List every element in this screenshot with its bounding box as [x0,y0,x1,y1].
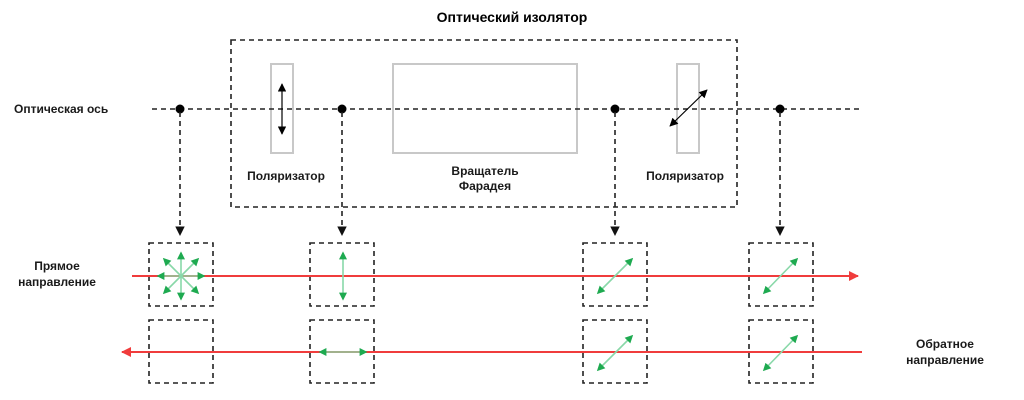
backward-state-box-4 [748,319,814,384]
forward-direction-label-line1: Прямое [34,259,80,273]
backward-state-box-1 [148,319,214,384]
backward-state-box-3 [582,319,648,384]
backward-state-box-2 [309,319,375,384]
probe-point-4 [775,104,785,236]
diagonal-polarization-icon [762,334,799,372]
diagonal-polarization-arrow-icon [669,89,708,127]
forward-state-box-3 [582,242,648,307]
probe-dot [610,104,620,114]
faraday-rotator-label-line1: Вращатель [451,164,518,178]
probe-dot [775,104,785,114]
isolator-housing [230,39,738,208]
probe-point-3 [610,104,620,236]
diagonal-polarization-icon [762,257,799,295]
input-polarizer-label: Поляризатор [247,169,325,183]
faraday-rotator-label-line2: Фарадея [459,179,511,193]
unpolarized-light-icon [156,251,206,301]
probe-point-2 [337,104,347,236]
probe-dot [175,104,185,114]
diagram-title: Оптический изолятор [437,9,588,25]
forward-state-box-2 [309,242,375,307]
probe-dot [337,104,347,114]
probe-point-1 [175,104,185,236]
forward-state-box-1 [148,242,214,307]
diagonal-polarization-icon [596,257,634,295]
backward-direction-label-line2: направление [906,353,984,367]
forward-direction-label-line2: направление [18,275,96,289]
optical-axis-label: Оптическая ось [14,102,108,116]
forward-state-box-4 [748,242,814,307]
diagonal-polarization-icon [596,334,634,372]
output-polarizer-label: Поляризатор [646,169,724,183]
backward-direction-label-line1: Обратное [916,337,974,351]
